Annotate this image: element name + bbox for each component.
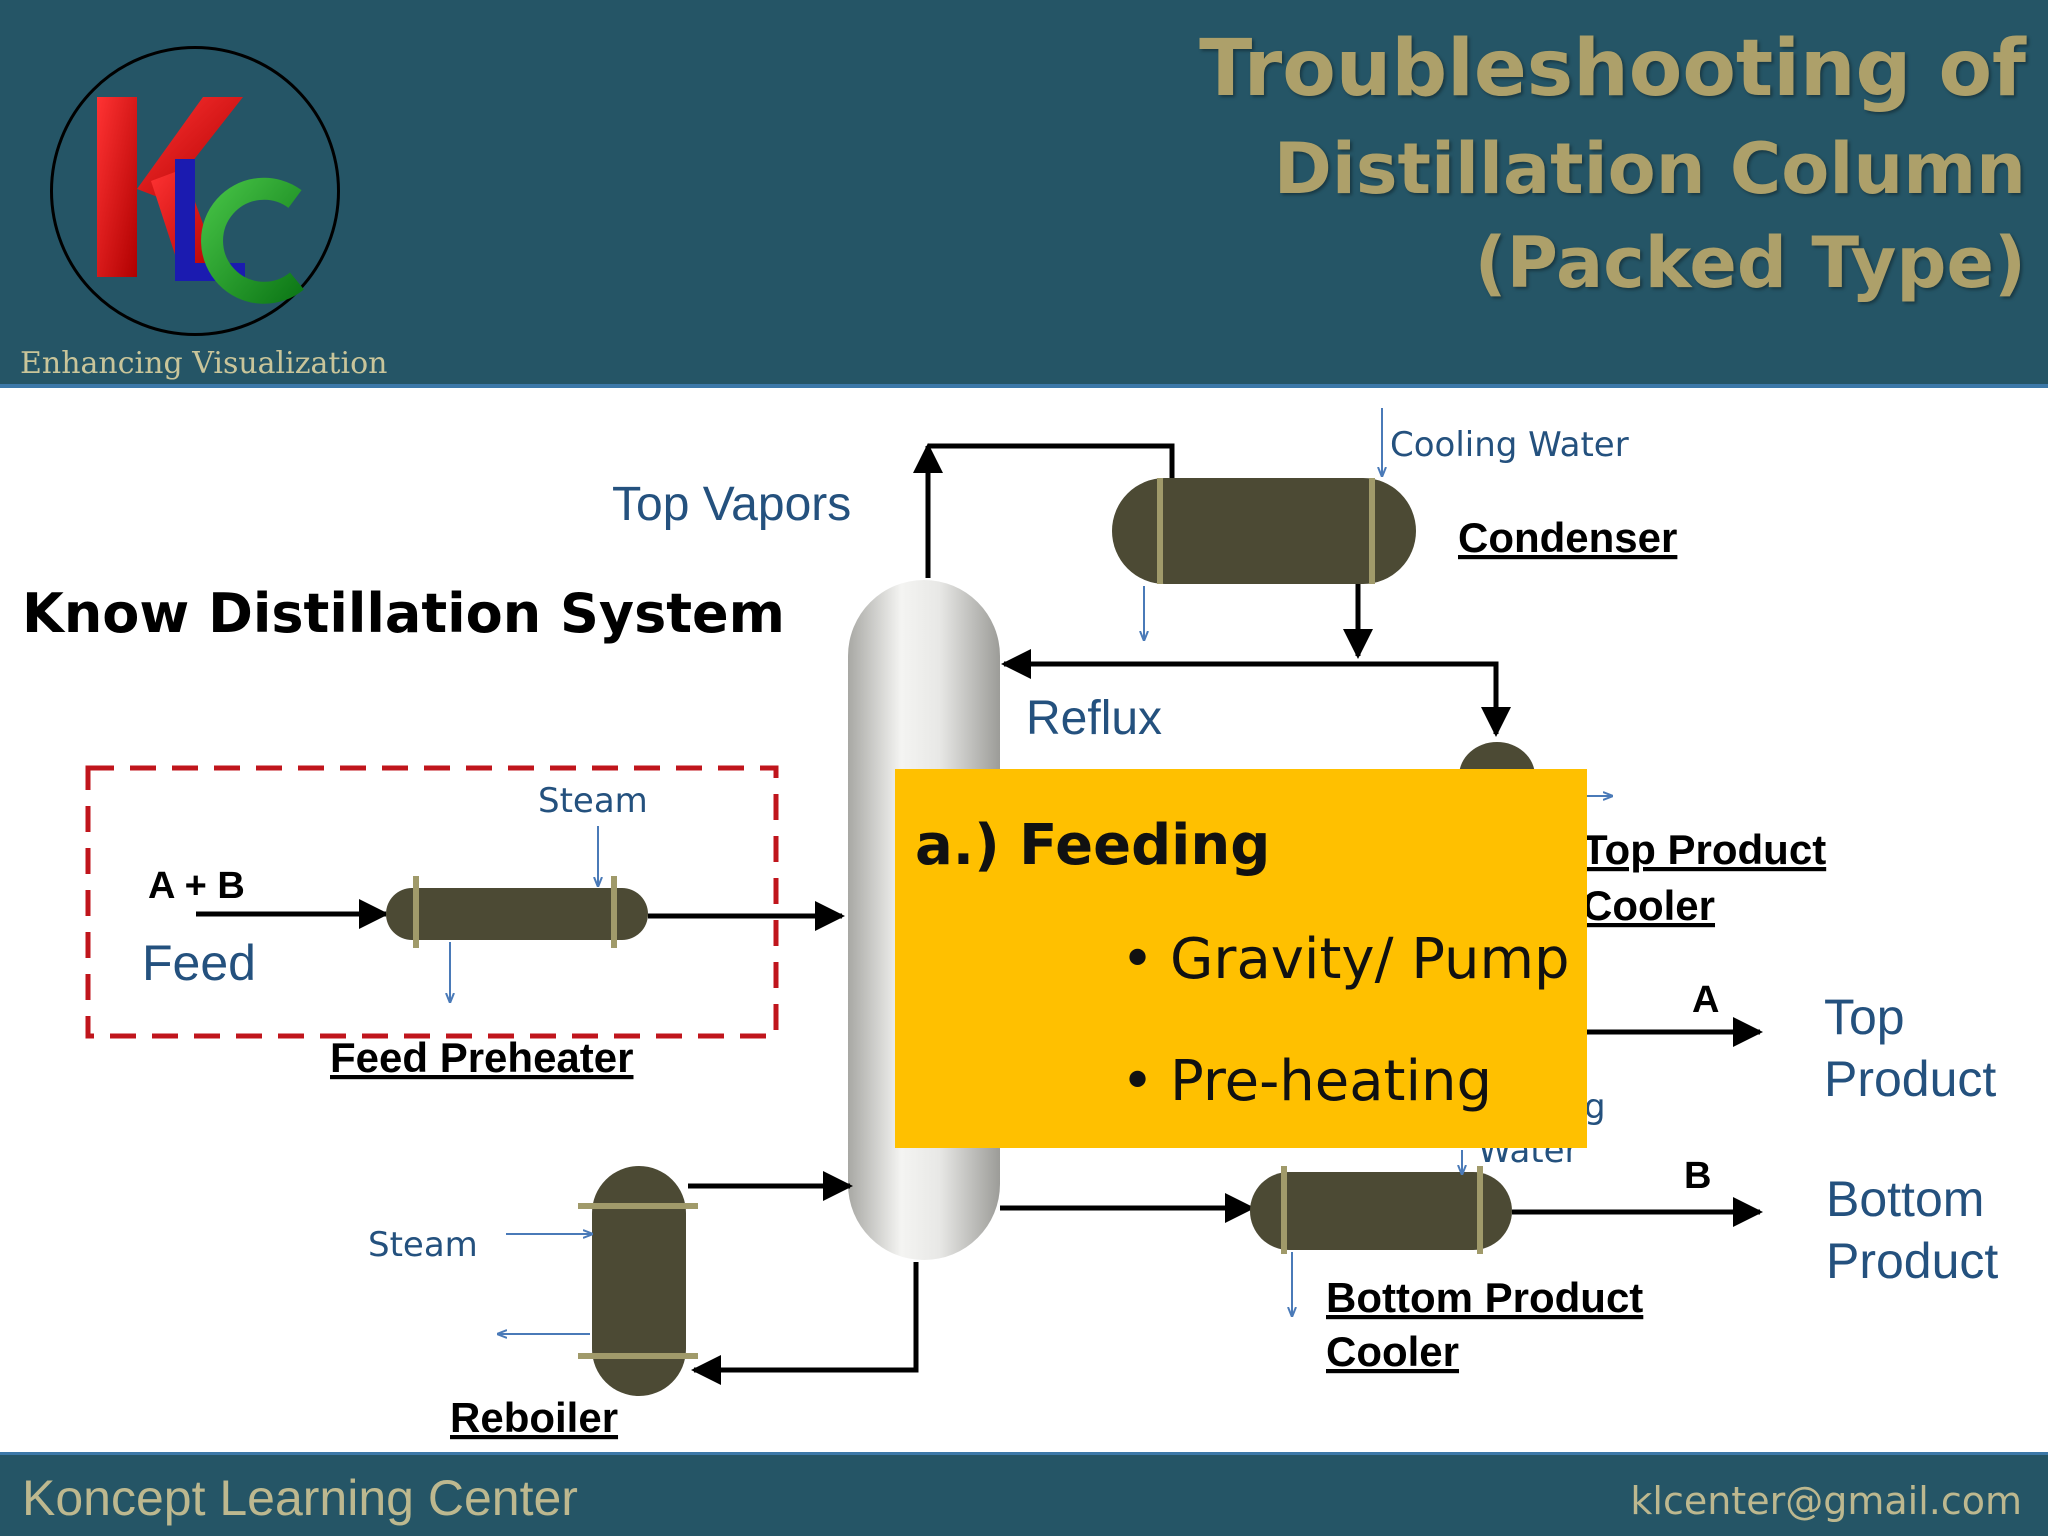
logo-tagline: Enhancing Visualization [20, 346, 388, 381]
page-title-line-3: (Packed Type) [1474, 222, 2026, 304]
label-condenser: Condenser [1458, 514, 1677, 561]
label-cooling-water-partial-g: g [1584, 1087, 1606, 1127]
label-feed: Feed [142, 935, 256, 991]
klc-logo [50, 46, 340, 336]
label-cooling-water-top: Cooling Water [1390, 425, 1629, 465]
condenser [1112, 478, 1416, 584]
bullet-dot-icon: • [1121, 1049, 1155, 1114]
label-top-vapors: Top Vapors [612, 478, 851, 531]
feed-preheater [386, 888, 648, 940]
label-reboiler: Reboiler [450, 1394, 618, 1441]
label-bottom-product-cooler-2: Cooler [1326, 1328, 1459, 1375]
label-reflux: Reflux [1026, 692, 1162, 745]
label-cooling-water-partial-water: Water [1478, 1131, 1579, 1171]
column-to-reboiler-line [691, 1262, 919, 1385]
callout-bullet-1-text: Gravity/ Pump [1170, 927, 1570, 992]
footer-email-link[interactable]: klcenter@gmail.com [1630, 1479, 2022, 1523]
label-stream-a: A [1692, 979, 1719, 1021]
label-bottom-product-2: Product [1826, 1233, 1998, 1289]
label-top-product-cooler-2: Cooler [1582, 882, 1715, 929]
label-feed-preheater: Feed Preheater [330, 1034, 633, 1081]
top-vapors-line [913, 443, 1175, 578]
label-steam-reboiler: Steam [368, 1225, 478, 1265]
klc-logo-mark [97, 97, 304, 304]
footer-banner: Koncept Learning Center klcenter@gmail.c… [0, 1452, 2048, 1536]
label-bottom-product-1: Bottom [1826, 1171, 1984, 1227]
callout-bullet-1: •Gravity/ Pump [1121, 927, 1570, 992]
section-title: Know Distillation System [22, 582, 785, 645]
header-banner: Enhancing Visualization Troubleshooting … [0, 0, 2048, 388]
callout-bullet-2-text: Pre-heating [1170, 1049, 1493, 1114]
page-title-line-2: Distillation Column [1273, 128, 2026, 210]
feeding-callout-box: a.) Feeding •Gravity/ Pump •Pre-heating [895, 769, 1587, 1148]
page-title-line-1: Troubleshooting of [1199, 24, 2026, 114]
label-steam-feed: Steam [538, 781, 648, 821]
callout-heading: a.) Feeding [915, 813, 1271, 878]
feed-section-highlight-box [85, 765, 779, 1039]
callout-bullet-2: •Pre-heating [1121, 1049, 1492, 1114]
bullet-dot-icon: • [1121, 927, 1155, 992]
label-top-product-1: Top [1824, 989, 1905, 1045]
label-feed-ab: A + B [148, 865, 245, 907]
label-bottom-product-cooler-1: Bottom Product [1326, 1274, 1643, 1321]
label-top-product-cooler-1: Top Product [1582, 826, 1826, 873]
reboiler [592, 1166, 686, 1396]
bottom-product-cooler [1250, 1172, 1512, 1250]
footer-brand: Koncept Learning Center [22, 1470, 578, 1526]
label-stream-b: B [1684, 1155, 1711, 1197]
distillate-line [1362, 661, 1511, 737]
label-top-product-2: Product [1824, 1051, 1996, 1107]
